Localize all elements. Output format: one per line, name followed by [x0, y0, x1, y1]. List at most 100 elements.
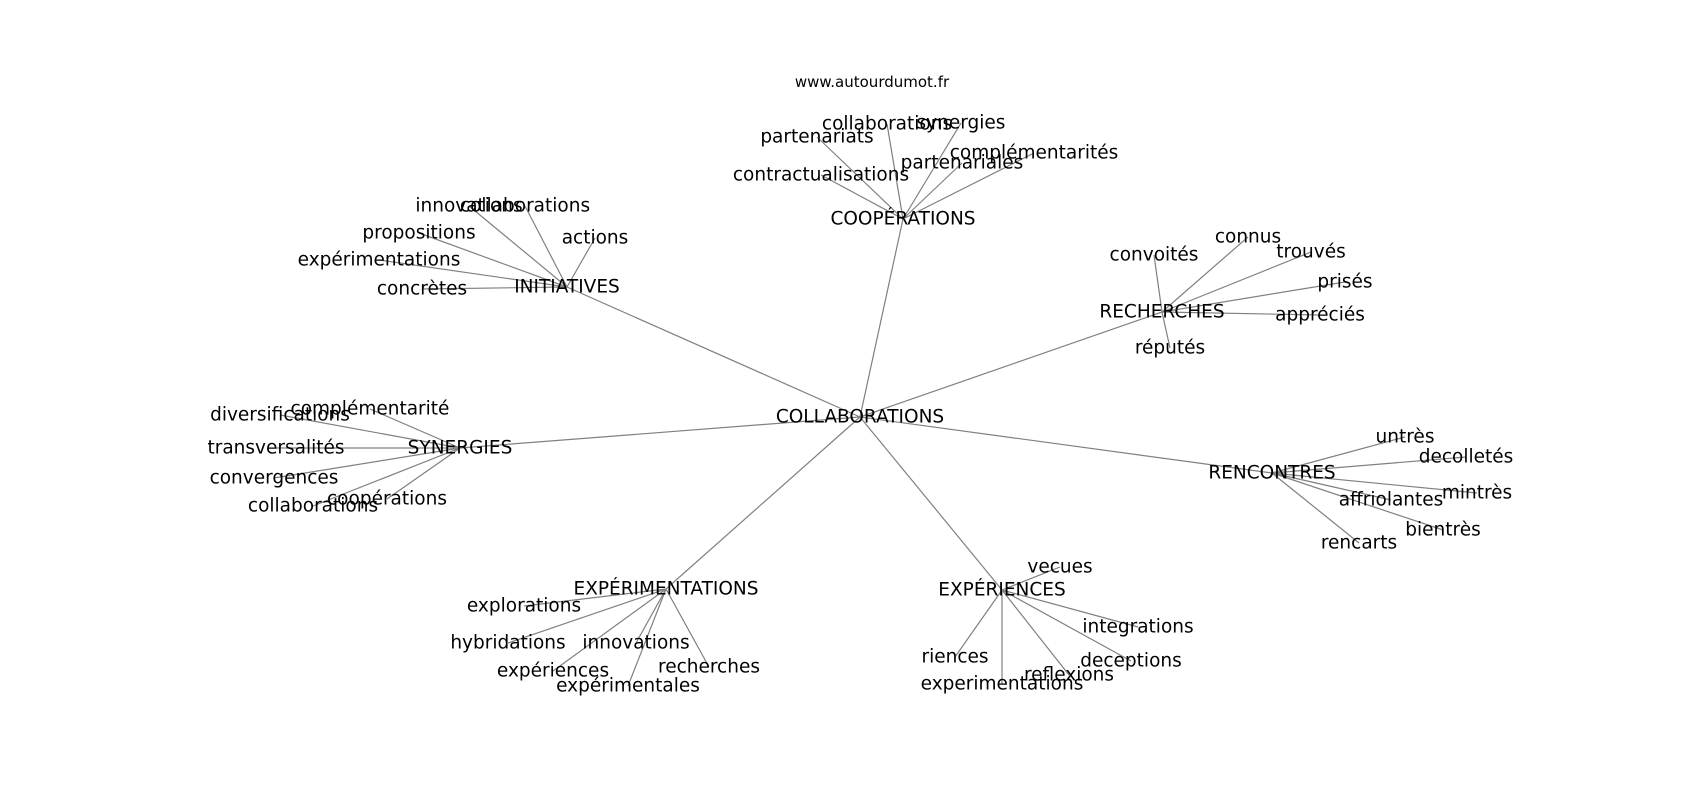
- leaf-node-experiences: reflexions: [1024, 665, 1114, 686]
- edge-cooperations-leaf: [820, 174, 904, 220]
- leaf-node-recherches: convoités: [1110, 245, 1199, 266]
- edge-center-synergies: [459, 416, 861, 449]
- edge-rencontres-leaf: [1271, 472, 1392, 501]
- leaf-node-rencontres: rencarts: [1321, 533, 1397, 554]
- leaf-node-synergies: complémentarité: [291, 399, 450, 420]
- leaf-node-experiences: deceptions: [1080, 651, 1182, 672]
- edge-rencontres-leaf: [1271, 456, 1467, 474]
- leaf-node-cooperations: collaborations: [822, 114, 952, 135]
- leaf-node-cooperations: contractualisations: [733, 165, 909, 186]
- edge-experimentations-leaf: [552, 588, 667, 672]
- edge-experiences-leaf: [954, 589, 1003, 658]
- leaf-node-rencontres: untrès: [1376, 427, 1435, 448]
- edge-recherches-leaf: [1161, 236, 1249, 313]
- edge-recherches-leaf: [1161, 311, 1321, 316]
- edge-center-experimentations: [665, 416, 861, 590]
- edge-center-cooperations: [859, 218, 904, 418]
- leaf-node-experimentations: recherches: [658, 657, 760, 678]
- center-node-label: COLLABORATIONS: [776, 407, 944, 428]
- leaf-node-cooperations: partenariales: [901, 153, 1024, 174]
- edge-initiatives-leaf: [566, 237, 596, 288]
- leaf-node-initiatives: collaborations: [460, 196, 590, 217]
- leaf-node-recherches: trouvés: [1276, 242, 1345, 263]
- leaf-node-experiences: vecues: [1027, 557, 1092, 578]
- edge-experimentations-leaf: [523, 588, 667, 607]
- leaf-node-cooperations: partenariats: [760, 127, 873, 148]
- leaf-node-experimentations: expériences: [497, 661, 609, 682]
- hub-node-rencontres: RENCONTRES: [1208, 463, 1335, 484]
- edge-experiences-leaf: [1001, 589, 1132, 662]
- edge-synergies-leaf: [273, 447, 461, 479]
- source-watermark: www.autourdumot.fr: [795, 73, 950, 91]
- edge-center-recherches: [859, 311, 1163, 418]
- leaf-node-synergies: diversifications: [210, 405, 350, 426]
- edge-experiences-leaf: [1001, 589, 1139, 628]
- edge-cooperations-leaf: [886, 123, 904, 220]
- leaf-node-experiences: experimentations: [921, 674, 1084, 695]
- edge-recherches-leaf: [1153, 254, 1163, 313]
- edge-initiatives-leaf: [524, 205, 568, 288]
- leaf-node-synergies: convergences: [210, 468, 339, 489]
- edge-cooperations-leaf: [816, 136, 904, 220]
- leaf-node-initiatives: innovations: [415, 196, 522, 217]
- leaf-node-rencontres: affriolantes: [1339, 490, 1444, 511]
- hub-node-recherches: RECHERCHES: [1099, 302, 1224, 323]
- hub-node-initiatives: INITIATIVES: [514, 277, 620, 298]
- leaf-node-experiences: integrations: [1082, 617, 1193, 638]
- hub-node-cooperations: COOPÉRATIONS: [830, 208, 975, 230]
- edge-experimentations-leaf: [507, 588, 667, 644]
- leaf-node-initiatives: propositions: [362, 223, 475, 244]
- edge-experimentations-leaf: [627, 588, 667, 687]
- edge-initiatives-leaf: [421, 286, 568, 290]
- hub-node-experimentations: EXPÉRIMENTATIONS: [574, 578, 759, 600]
- edge-synergies-leaf: [279, 414, 461, 449]
- edge-recherches-leaf: [1161, 251, 1312, 313]
- edge-center-initiatives: [566, 286, 861, 418]
- leaf-node-cooperations: synergies: [917, 113, 1006, 134]
- leaf-node-cooperations: complémentarités: [950, 143, 1119, 164]
- edge-cooperations-leaf: [902, 152, 1035, 220]
- leaf-node-experimentations: expérimentales: [556, 676, 700, 697]
- label-layer: COLLABORATIONS COOPÉRATIONS collaborations…: [207, 113, 1513, 697]
- leaf-node-experimentations: explorations: [467, 596, 581, 617]
- leaf-node-initiatives: actions: [562, 228, 629, 249]
- leaf-node-recherches: appréciés: [1275, 305, 1365, 326]
- hub-node-experiences: EXPÉRIENCES: [938, 579, 1065, 601]
- edge-initiatives-leaf: [418, 232, 568, 288]
- leaf-node-synergies: collaborations: [248, 496, 378, 517]
- leaf-node-recherches: prisés: [1317, 272, 1372, 293]
- edge-center-experiences: [859, 416, 1003, 591]
- edge-cooperations-leaf: [902, 162, 963, 220]
- edge-rencontres-leaf: [1271, 472, 1360, 544]
- edge-experiences-leaf: [1001, 566, 1061, 591]
- edge-synergies-leaf: [386, 447, 461, 500]
- edge-recherches-leaf: [1161, 311, 1171, 349]
- leaf-node-initiatives: expérimentations: [298, 250, 461, 271]
- edge-initiatives-leaf: [468, 205, 568, 288]
- edge-synergies-leaf: [369, 408, 461, 449]
- edge-cooperations-leaf: [902, 122, 962, 220]
- leaf-node-rencontres: mintrès: [1442, 483, 1512, 504]
- leaf-node-experimentations: hybridations: [450, 633, 565, 654]
- leaf-node-initiatives: concrètes: [377, 279, 467, 300]
- edge-recherches-leaf: [1161, 281, 1346, 313]
- edge-synergies-leaf: [312, 447, 461, 507]
- edge-center-rencontres: [859, 416, 1273, 474]
- leaf-node-synergies: transversalités: [207, 438, 344, 459]
- leaf-node-recherches: réputés: [1135, 338, 1205, 359]
- edge-experiences-leaf: [1001, 589, 1070, 676]
- leaf-node-rencontres: bientrès: [1405, 520, 1480, 541]
- edge-initiatives-leaf: [378, 259, 568, 288]
- hub-node-synergies: SYNERGIES: [408, 438, 513, 459]
- edge-rencontres-leaf: [1271, 472, 1444, 531]
- leaf-node-experimentations: innovations: [582, 633, 689, 654]
- edge-rencontres-leaf: [1271, 472, 1478, 494]
- leaf-node-synergies: coopérations: [327, 489, 447, 510]
- edge-experimentations-leaf: [665, 588, 710, 668]
- leaf-node-experiences: riences: [921, 647, 988, 668]
- edge-layer: [273, 122, 1478, 687]
- leaf-node-recherches: connus: [1215, 227, 1281, 248]
- edge-rencontres-leaf: [1271, 436, 1406, 474]
- leaf-node-rencontres: decolletés: [1419, 447, 1514, 468]
